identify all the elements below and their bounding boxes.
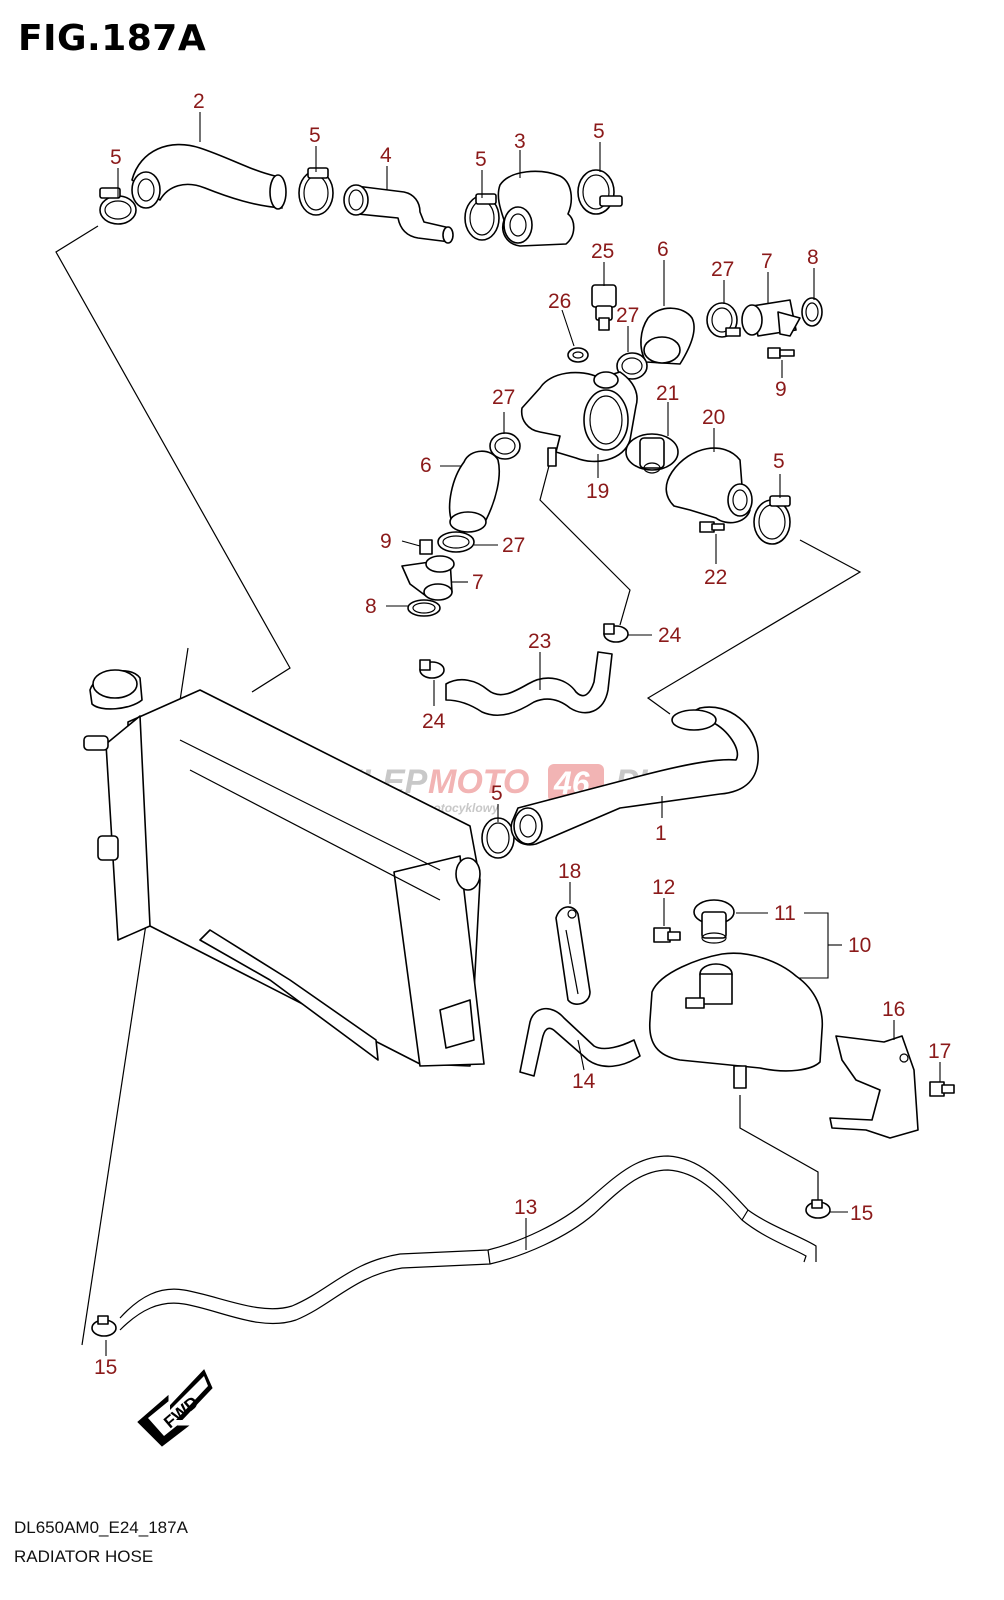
- callout-9: 9: [775, 378, 787, 401]
- part-1-lower-hose: [510, 706, 759, 846]
- part-14-breather-hose: [519, 1007, 641, 1077]
- part-21-thermostat: [625, 433, 679, 474]
- callout-23: 23: [528, 630, 551, 653]
- clamp-5-d: [577, 169, 623, 215]
- callout-27: 27: [616, 304, 639, 327]
- part-9-bolt-lower: [419, 539, 433, 555]
- part-11-cap: [693, 899, 735, 944]
- callout-27: 27: [711, 258, 734, 281]
- clip-24-b: [419, 659, 445, 679]
- part-26-washer: [567, 347, 589, 363]
- watermark-brand-b: MOTO: [428, 763, 529, 801]
- part-13-overflow-hose: [119, 1155, 817, 1331]
- part-9-bolt-upper: [767, 347, 795, 359]
- figure-code: DL650AM0_E24_187A: [14, 1518, 188, 1537]
- callout-5: 5: [110, 146, 122, 169]
- callout-21: 21: [656, 382, 679, 405]
- callout-10: 10: [848, 934, 871, 957]
- part-23-bypass-hose: [445, 651, 613, 717]
- clamp-5-f: [481, 817, 515, 859]
- clip-15-b: [805, 1199, 831, 1219]
- callout-2: 2: [193, 90, 205, 113]
- part-3-hose: [497, 170, 575, 247]
- clamp-27-c: [489, 432, 521, 460]
- clip-15-a: [91, 1315, 117, 1337]
- callout-13: 13: [514, 1196, 537, 1219]
- callout-25: 25: [591, 240, 614, 263]
- callout-6: 6: [657, 238, 669, 261]
- callout-1: 1: [655, 822, 667, 845]
- callout-15: 15: [94, 1356, 117, 1379]
- callout-26: 26: [548, 290, 571, 313]
- clip-24-a: [603, 623, 629, 643]
- callout-15: 15: [850, 1202, 873, 1225]
- part-10-reservoir: [649, 952, 824, 1089]
- callout-4: 4: [380, 144, 392, 167]
- part-8-oring-lower: [407, 599, 441, 617]
- callout-8: 8: [807, 246, 819, 269]
- part-6-hose-upper: [640, 307, 695, 365]
- callout-27: 27: [502, 534, 525, 557]
- callout-17: 17: [928, 1040, 951, 1063]
- callout-3: 3: [514, 130, 526, 153]
- leader-lines: [105, 112, 941, 1356]
- clamp-27-a: [706, 302, 741, 338]
- callout-16: 16: [882, 998, 905, 1021]
- callout-7: 7: [472, 571, 484, 594]
- part-17-bolt: [929, 1081, 955, 1097]
- forward-direction-arrow: FWD: [137, 1369, 213, 1447]
- callout-27: 27: [492, 386, 515, 409]
- part-7-fitting-upper: [741, 299, 801, 337]
- part-2-upper-hose: [131, 143, 287, 210]
- part-16-bracket: [829, 1035, 919, 1139]
- part-8-oring-upper: [801, 297, 823, 327]
- clamp-27-d: [437, 531, 475, 553]
- callout-24: 24: [422, 710, 446, 733]
- part-19-housing: [520, 371, 638, 467]
- part-25-sensor: [591, 284, 617, 331]
- part-18-strap: [555, 906, 591, 1005]
- radiator: [83, 669, 485, 1067]
- clamp-5-e: [753, 495, 791, 545]
- clamp-5-c: [464, 193, 500, 241]
- part-4-pipe: [343, 184, 454, 244]
- callout-9: 9: [380, 530, 392, 553]
- callout-12: 12: [652, 876, 675, 899]
- callout-8: 8: [365, 595, 377, 618]
- part-20-cover: [665, 447, 753, 524]
- callout-6: 6: [420, 454, 432, 477]
- figure-name: RADIATOR HOSE: [14, 1547, 154, 1566]
- callout-18: 18: [558, 860, 581, 883]
- figure-title: FIG.187A: [18, 18, 207, 59]
- part-7-fitting-lower: [401, 555, 455, 601]
- clamp-5-b: [298, 167, 334, 216]
- callout-11: 11: [774, 902, 796, 925]
- callout-labels: 2 5 5 4 5 3 5 25 26 6 27 7 8 27 9 27 21 …: [94, 90, 951, 1379]
- callout-7: 7: [761, 250, 773, 273]
- callout-19: 19: [586, 480, 609, 503]
- part-12-bolt: [653, 927, 681, 943]
- callout-5: 5: [773, 450, 785, 473]
- part-22-bolt: [699, 521, 725, 533]
- callout-22: 22: [704, 566, 727, 589]
- clamp-27-b: [616, 352, 648, 380]
- clamp-5-a: [99, 187, 137, 225]
- part-6-hose-lower: [448, 450, 501, 533]
- callout-5: 5: [475, 148, 487, 171]
- callout-14: 14: [572, 1070, 596, 1093]
- callout-5: 5: [593, 120, 605, 143]
- callout-20: 20: [702, 406, 725, 429]
- callout-5: 5: [309, 124, 321, 147]
- callout-24: 24: [658, 624, 682, 647]
- callout-5: 5: [491, 782, 503, 805]
